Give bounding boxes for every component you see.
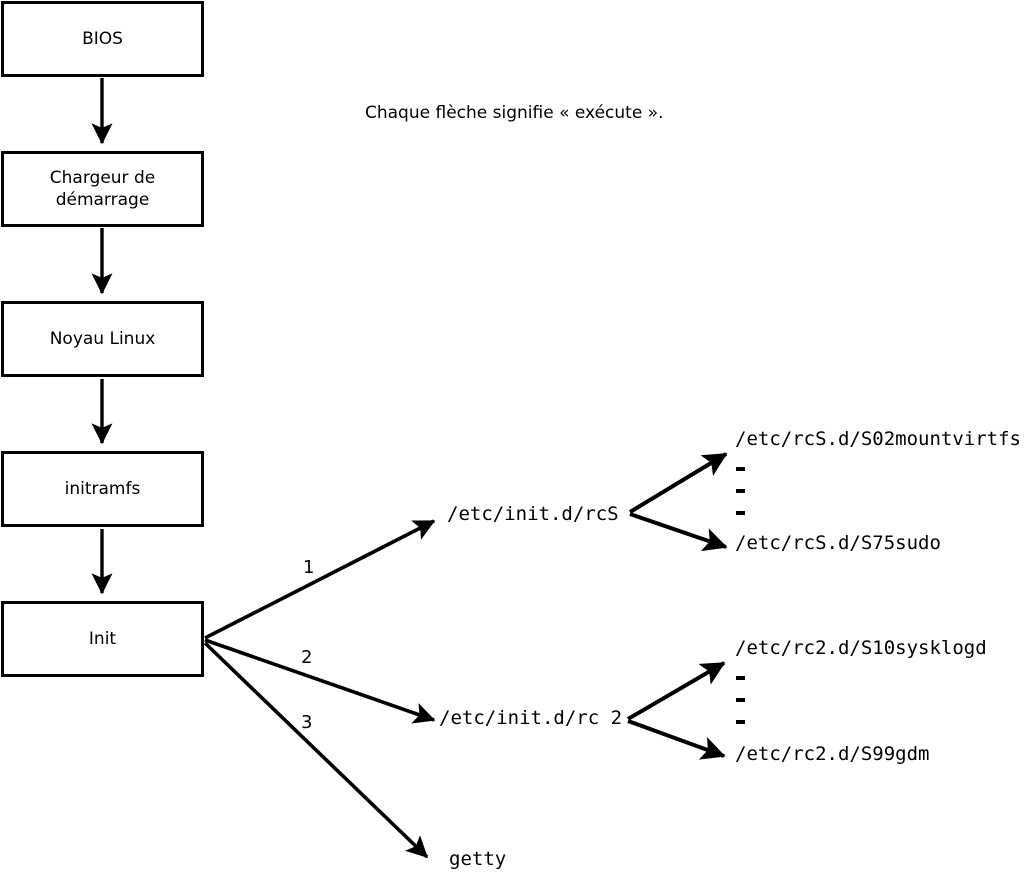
- edge-init-to-rc2: [204, 638, 436, 724]
- node-rc2-script[interactable]: /etc/init.d/rc 2: [439, 707, 623, 729]
- rcs-ellipsis: [736, 467, 745, 533]
- node-initramfs[interactable]: initramfs: [1, 451, 204, 527]
- node-bootloader-label: Chargeur de démarrage: [49, 167, 156, 210]
- node-bios[interactable]: BIOS: [1, 1, 204, 77]
- edge-rc2-to-first-script: [626, 661, 726, 721]
- node-bootloader[interactable]: Chargeur de démarrage: [1, 151, 204, 227]
- node-rcs-first-script[interactable]: /etc/rcS.d/S02mountvirtfs: [735, 428, 1021, 450]
- node-kernel[interactable]: Noyau Linux: [1, 301, 204, 377]
- edge-rc2-to-last-script: [627, 719, 726, 760]
- edge-label-3: 3: [301, 712, 313, 733]
- node-getty[interactable]: getty: [449, 848, 507, 870]
- node-kernel-label: Noyau Linux: [49, 328, 156, 349]
- node-rc2-first-script[interactable]: /etc/rc2.d/S10sysklogd: [735, 637, 987, 659]
- node-initramfs-label: initramfs: [64, 478, 141, 499]
- edge-label-2: 2: [301, 647, 313, 668]
- node-init[interactable]: Init: [1, 601, 204, 677]
- node-bios-label: BIOS: [82, 28, 123, 49]
- edge-rcs-to-last-script: [629, 512, 728, 552]
- node-rc2-last-script[interactable]: /etc/rc2.d/S99gdm: [735, 743, 930, 765]
- edge-rcs-to-first-script: [628, 452, 728, 514]
- edge-init-to-getty: [203, 641, 429, 859]
- node-init-label: Init: [88, 628, 117, 649]
- node-rcs-last-script[interactable]: /etc/rcS.d/S75sudo: [735, 532, 941, 554]
- legend-note: Chaque flèche signifie « exécute ».: [365, 103, 664, 123]
- edge-init-to-rcs: [204, 519, 436, 640]
- node-rcs-script[interactable]: /etc/init.d/rcS: [447, 503, 619, 525]
- edge-label-1: 1: [303, 557, 315, 578]
- rc2-ellipsis: [736, 676, 745, 742]
